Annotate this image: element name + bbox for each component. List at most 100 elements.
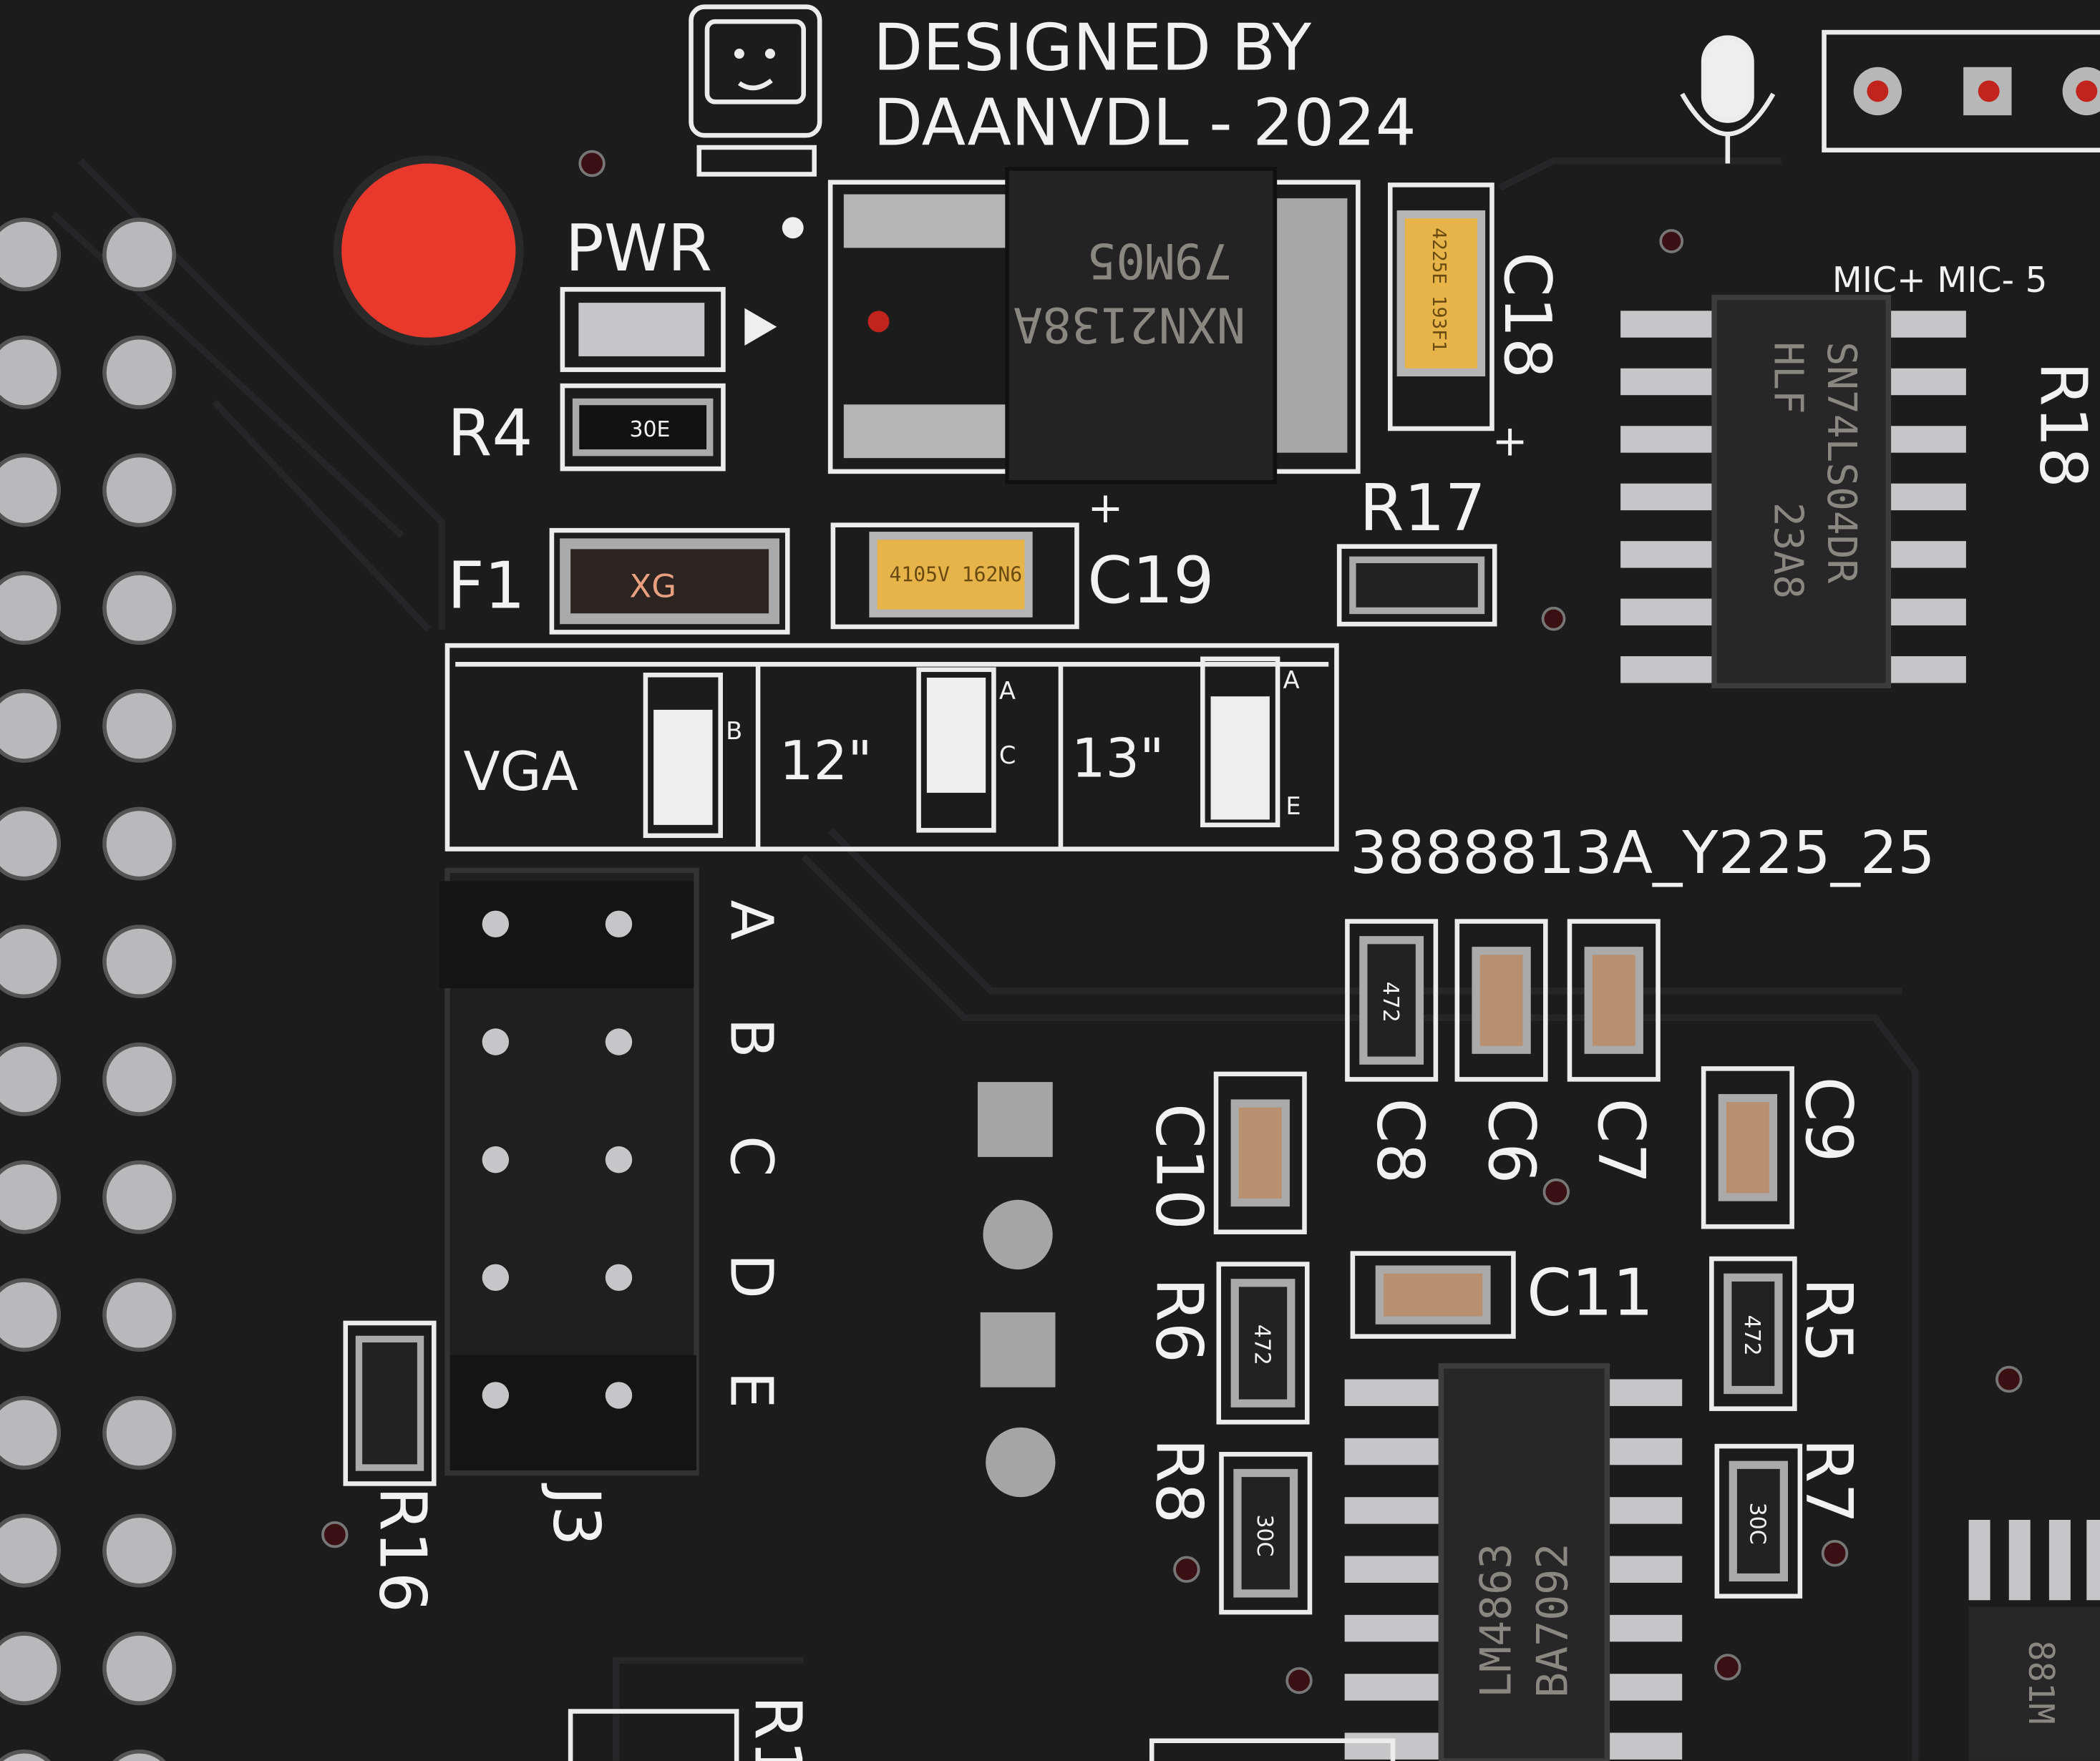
via: [1285, 1667, 1313, 1694]
power-button[interactable]: [333, 155, 524, 346]
chip-pin: [1604, 1556, 1683, 1583]
inverter-chip-pins: [1620, 311, 1966, 683]
chip-pin: [1620, 483, 1717, 511]
plus-sign: +: [1492, 416, 1527, 466]
header-pin: [102, 335, 177, 409]
resistor: [1729, 1460, 1789, 1582]
header-pin: [102, 1160, 177, 1234]
j3-header[interactable]: [439, 867, 699, 1476]
j3-pin: [482, 1264, 510, 1292]
header-pin: [102, 925, 177, 999]
header-pin: [0, 1278, 62, 1352]
chip-pin: [1604, 1674, 1683, 1701]
jumper-mark: A: [1283, 666, 1300, 694]
partial-chip-pins: [1968, 1519, 2100, 1601]
j3-pin: [482, 910, 510, 938]
pin1-dot: [782, 217, 804, 239]
jumper-mark: E: [1285, 792, 1301, 820]
test-pads: [977, 1082, 1056, 1498]
j3-pin: [482, 1146, 510, 1174]
component-outline: [1567, 919, 1661, 1082]
chip-pin: [1604, 1379, 1683, 1406]
chip-pin: [1620, 426, 1717, 453]
amp-chip-pins: [1344, 1379, 1683, 1760]
label-c10: C10: [1142, 1103, 1216, 1230]
resistor: [1233, 1468, 1298, 1598]
r4-outline: [560, 383, 726, 472]
header-pin: [0, 1042, 62, 1116]
header-pin: [102, 218, 177, 292]
chip-pin: [1344, 1438, 1444, 1465]
chip-pin: [1620, 541, 1717, 568]
mic-header-pads: [1853, 67, 2100, 116]
chip-pin: [1620, 656, 1717, 683]
microphone-icon: [1680, 35, 1776, 164]
label-r16: R16: [364, 1486, 439, 1613]
component-outline: [1709, 1256, 1797, 1411]
component-outline: [1216, 1262, 1310, 1425]
partial-chip-marking: 881M: [2021, 1640, 2061, 1724]
via: [578, 150, 606, 177]
inverter-marking-2: HLF: [1764, 341, 1811, 414]
header-pin: [102, 1278, 177, 1352]
jumper-cell-13in: 13": [1071, 727, 1165, 789]
chip-pin: [1344, 1556, 1444, 1583]
regulator-lead: [843, 194, 1008, 248]
fuse: [560, 538, 780, 625]
computer-logo: [689, 4, 822, 177]
header-pin: [102, 571, 177, 645]
plus-sign: +: [1087, 483, 1123, 533]
label-c8: C8: [1362, 1098, 1437, 1184]
via: [1821, 1540, 1849, 1567]
label-c9: C9: [1791, 1077, 1865, 1163]
pin-header-left: [0, 218, 177, 1761]
regulator-chip: [1005, 167, 1278, 484]
via: [1542, 1178, 1570, 1206]
label-r7: R7: [1791, 1438, 1865, 1524]
header-pin: [102, 1513, 177, 1588]
component-outline: [1219, 1452, 1313, 1615]
capacitor: [1472, 947, 1531, 1054]
resistor-marking: 30C: [1745, 1503, 1770, 1545]
chip-pin: [1885, 426, 1966, 453]
header-pin: [102, 1042, 177, 1116]
designer-credit-year: DAANVDL - 2024: [873, 86, 1416, 160]
chip-pin: [1604, 1614, 1683, 1642]
c19-marking: 4105V 162N6: [889, 562, 1022, 586]
chip-pin: [1620, 598, 1717, 626]
r4-resistor: [572, 398, 714, 457]
header-pin: [0, 218, 62, 292]
regulator-lead: [843, 404, 1008, 459]
r12-outline: [568, 1709, 739, 1761]
label-r8: R8: [1142, 1438, 1216, 1524]
chip-pin: [1344, 1379, 1444, 1406]
copper-traces: [51, 157, 1919, 1761]
header-pin: [102, 453, 177, 527]
header-pin: [102, 1631, 177, 1706]
chip-pin: [1885, 483, 1966, 511]
arrow-icon: [744, 308, 777, 346]
chip-pin: [1885, 656, 1966, 683]
via: [1541, 606, 1566, 631]
label-c19: C19: [1087, 544, 1214, 618]
chip-pin: [1885, 311, 1966, 338]
component-outline: [1714, 1443, 1803, 1599]
via: [321, 1521, 349, 1548]
via: [1173, 1556, 1200, 1583]
j3-pin: [605, 1028, 633, 1055]
jumper-cap-e[interactable]: [449, 1355, 697, 1470]
via: [1996, 1365, 2023, 1393]
chip-pin: [1885, 598, 1966, 626]
label-c6: C6: [1474, 1098, 1548, 1184]
chip-pin: [1885, 541, 1966, 568]
c18-capacitor: [1396, 210, 1486, 377]
j3-pin: [482, 1382, 510, 1409]
jumper-cell-vga: VGA: [463, 741, 578, 803]
jumper-cap-a[interactable]: [439, 881, 694, 989]
header-pin: [0, 571, 62, 645]
label-r18: R18: [2026, 361, 2100, 488]
header-pin: [0, 453, 62, 527]
component-outline: [1350, 1251, 1516, 1339]
label-c11: C11: [1527, 1257, 1653, 1331]
